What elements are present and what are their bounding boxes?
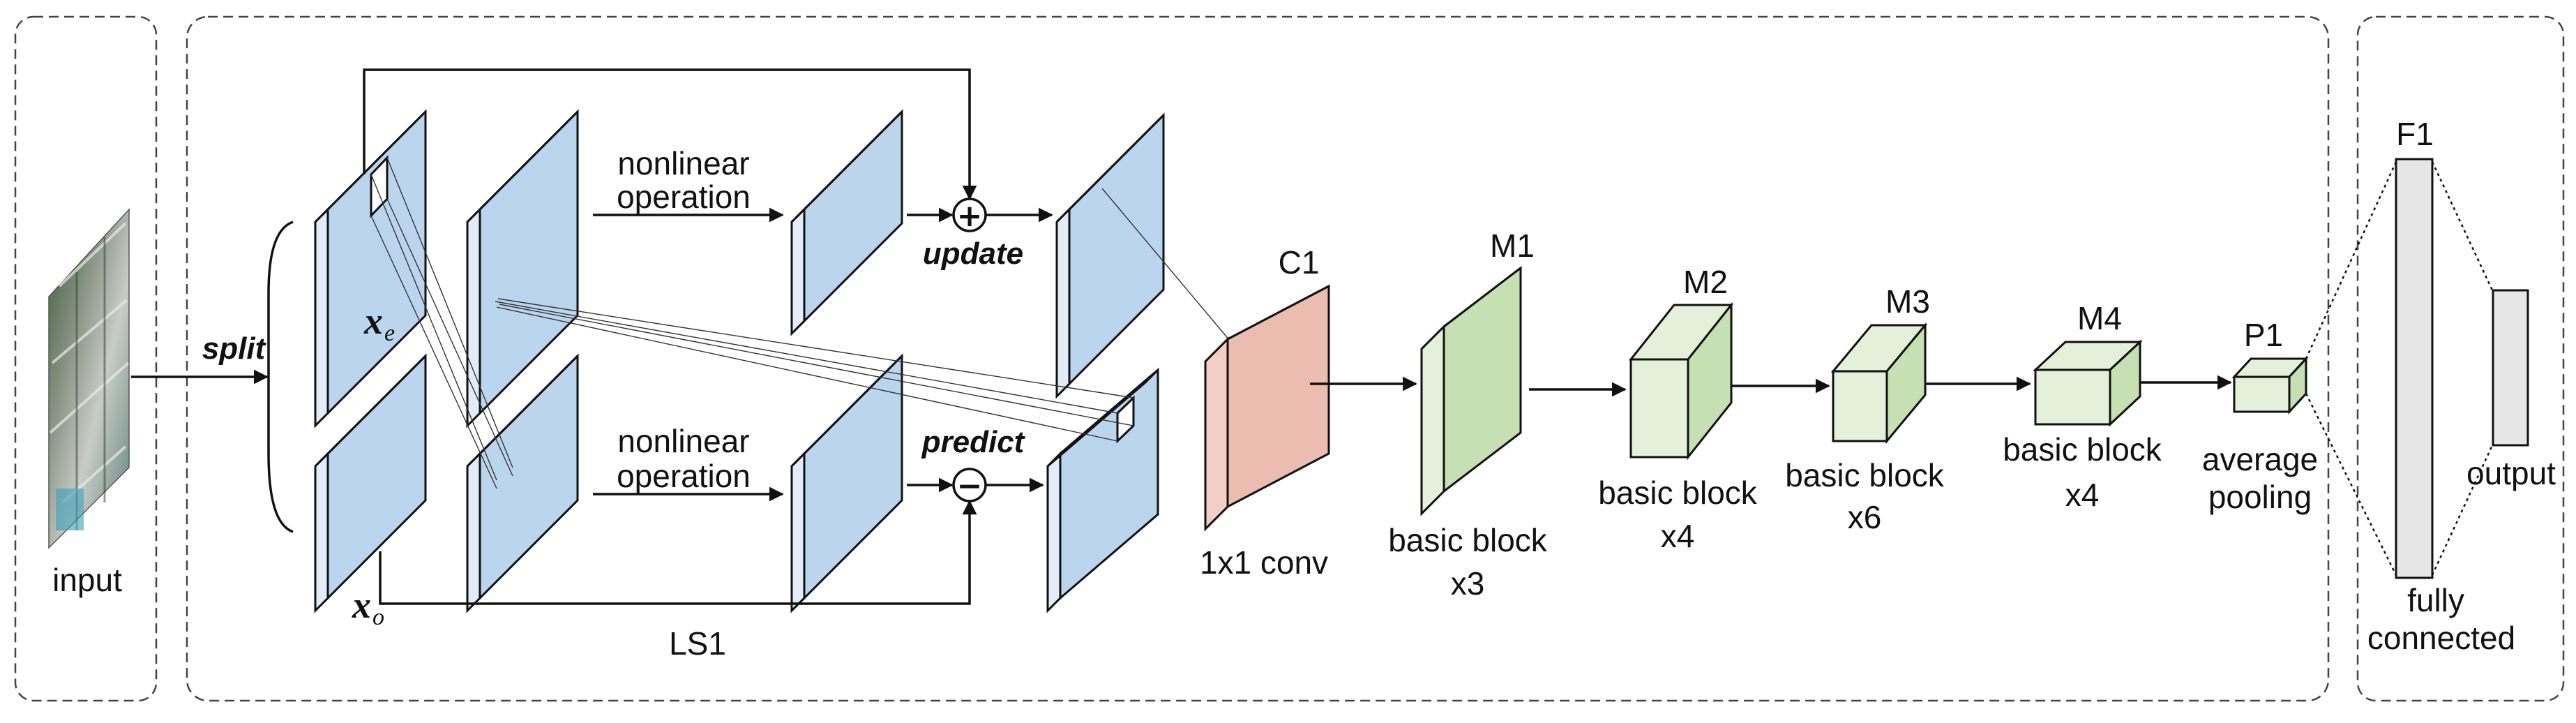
p1-label: P1 [2244, 317, 2283, 353]
m2-block [1628, 301, 1734, 461]
m3-label: M3 [1885, 283, 1930, 320]
p1-caption-2: pooling [2208, 479, 2312, 515]
m3-caption-1: basic block [1785, 457, 1945, 493]
bottom-mid-feature-map [466, 353, 579, 613]
classifier-panel [2356, 15, 2565, 702]
update-output-feature-map [1055, 112, 1165, 399]
m3-block [1830, 322, 1928, 445]
xo-label: xo [352, 584, 384, 630]
fc-caption-1: fully [2407, 582, 2464, 618]
p1-caption-1: average [2202, 441, 2318, 477]
m4-block [2033, 339, 2143, 427]
update-label: update [923, 237, 1023, 271]
xo-skip-connection [379, 500, 977, 605]
p1-block [2231, 356, 2309, 415]
ls1-label: LS1 [669, 625, 726, 662]
c1-caption: 1x1 conv [1200, 544, 1328, 581]
m1-caption-2: x3 [1451, 565, 1485, 602]
xe-feature-map [314, 109, 427, 428]
nonlinear-bottom-label-1: nonlinear [617, 423, 749, 459]
xe-skip-connection [363, 68, 977, 200]
update-plus-symbol: + [957, 198, 983, 234]
predict-label: predict [921, 425, 1026, 459]
m1-caption-1: basic block [1388, 522, 1548, 558]
c1-label: C1 [1279, 244, 1320, 281]
c1-conv-block [1204, 284, 1330, 532]
output-label: output [2466, 455, 2556, 491]
input-panel [14, 15, 158, 702]
top-right-feature-map [790, 109, 903, 336]
m1-block [1420, 265, 1522, 516]
fc-dotted-connections [2305, 161, 2494, 576]
input-label: input [52, 562, 122, 598]
predict-minus-symbol: − [957, 468, 983, 504]
nonlinear-bottom-label-2: operation [617, 458, 751, 494]
split-label: split [202, 331, 267, 366]
split-brace [267, 221, 294, 533]
main-panel [186, 15, 2330, 702]
nonlinear-top-label-2: operation [617, 179, 751, 215]
m4-label: M4 [2077, 300, 2122, 336]
m2-caption-1: basic block [1598, 475, 1758, 511]
m3-caption-2: x6 [1848, 499, 1882, 535]
input-image [48, 208, 130, 549]
predict-output-feature-map [1046, 367, 1159, 613]
nonlinear-top-label-1: nonlinear [617, 145, 749, 181]
f1-label: F1 [2396, 116, 2434, 152]
f1-fc-layer [2395, 158, 2434, 579]
output-layer [2492, 289, 2529, 447]
m4-caption-1: basic block [2003, 431, 2162, 468]
xe-label: xe [363, 300, 395, 346]
m1-label: M1 [1490, 228, 1535, 264]
m4-caption-2: x4 [2065, 477, 2100, 513]
m2-caption-2: x4 [1661, 518, 1695, 554]
top-mid-feature-map [466, 109, 579, 428]
m2-label: M2 [1683, 264, 1728, 300]
fc-caption-2: connected [2367, 620, 2515, 656]
xo-feature-map [314, 353, 427, 613]
bottom-right-feature-map [790, 353, 903, 613]
